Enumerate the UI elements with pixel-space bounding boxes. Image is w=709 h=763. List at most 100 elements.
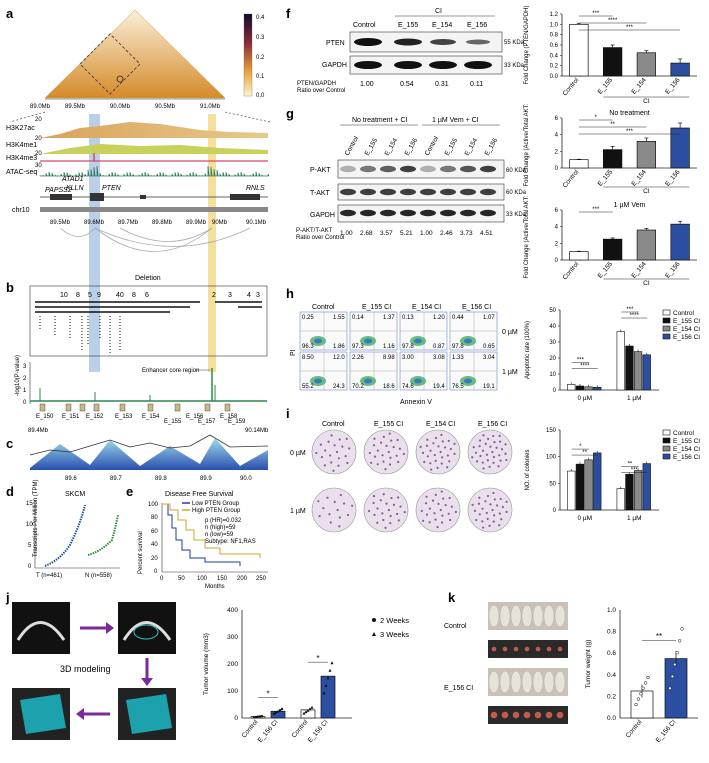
axis-tick: 89.7Mb — [118, 220, 139, 226]
panel-k-label: k — [448, 590, 456, 605]
x-tick-label: E_154 — [630, 260, 648, 279]
tumor — [557, 646, 563, 652]
legend-marker — [372, 618, 376, 622]
e-title: Disease Free Survival — [165, 491, 234, 498]
lane-label: E_156 — [404, 137, 420, 157]
legend-marker — [372, 632, 376, 636]
x-tick-label: 0 µM — [577, 395, 592, 402]
y-axis-label: Fold Change (Active/Total AKT3) — [524, 99, 530, 186]
y-tick-label: 0 — [553, 508, 557, 514]
svg-text:0: 0 — [28, 564, 32, 570]
y-tick-label: 10 — [549, 372, 556, 378]
row-label: 1 µM — [502, 369, 518, 376]
quadrant-value: 8.98 — [383, 355, 395, 361]
tumor — [490, 711, 498, 719]
svg-text:E_154: E_154 — [142, 414, 160, 420]
legend-label: E_155 CI — [673, 318, 700, 325]
col-label: E_154 CI — [412, 304, 441, 311]
legend-label: Control — [673, 430, 695, 437]
tumor — [523, 711, 531, 719]
blot-band — [340, 165, 356, 173]
data-point — [322, 691, 326, 695]
d-title: SKCM — [65, 491, 85, 498]
blot-band — [400, 165, 416, 173]
gene-label: PAPSS2 — [45, 187, 72, 194]
svg-text:n (low)=59: n (low)=59 — [205, 532, 234, 538]
bar — [593, 452, 602, 511]
svg-text:2: 2 — [23, 376, 27, 382]
x-tick-label: 1 µM — [627, 395, 642, 402]
sig-label: **** — [608, 18, 618, 24]
data-point — [276, 710, 280, 713]
quadrant-value: 1.86 — [333, 344, 345, 350]
y-tick-label: 1.0 — [550, 22, 559, 28]
quadrant-value: 24.3 — [333, 384, 345, 390]
sig-label: * — [595, 115, 598, 121]
y-axis-label: Apoptotic rate (100%) — [525, 321, 531, 379]
legend-swatch — [662, 453, 671, 460]
sig-label: *** — [626, 129, 634, 135]
lane-label: E_156 — [484, 137, 500, 157]
quadrant-value: 12.0 — [333, 355, 345, 361]
svg-text:150: 150 — [217, 576, 228, 582]
svg-text:33 KDa: 33 KDa — [506, 212, 527, 218]
mouse — [521, 670, 533, 694]
svg-text:5: 5 — [88, 292, 92, 299]
tumor — [545, 711, 553, 719]
y-tick-label: 4 — [555, 225, 559, 231]
mouse — [554, 604, 566, 628]
chart-title: No treatment — [609, 110, 650, 117]
blot-band — [440, 209, 456, 217]
y-tick-label: 100 — [546, 455, 557, 461]
row-label: 0 µM — [290, 450, 306, 457]
blot-band — [400, 188, 416, 196]
svg-text:Subtype: NF1,RAS: Subtype: NF1,RAS — [205, 539, 256, 545]
panel-b-label: b — [6, 280, 14, 295]
mouse — [499, 670, 511, 694]
bar — [670, 62, 690, 77]
svg-text:Control: Control — [444, 623, 467, 630]
quadrant-value: 18.6 — [383, 384, 395, 390]
axis-tick: 90Mb — [212, 220, 228, 226]
bar — [642, 463, 651, 511]
lane-label: E_154 — [464, 137, 480, 157]
svg-text:E_156: E_156 — [186, 414, 204, 420]
legend-swatch — [662, 445, 671, 452]
mouse — [510, 670, 522, 694]
x-tick-label: 0 µM — [577, 515, 592, 522]
bar — [636, 229, 657, 261]
y-tick-label: 300 — [227, 634, 238, 641]
quadrant-value: 2.26 — [352, 355, 364, 361]
bar — [575, 385, 585, 391]
y-tick-label: 0.8 — [607, 629, 616, 636]
y-axis-label: Fold Change (Active/Total AKT3) — [524, 191, 530, 278]
svg-text:0.54: 0.54 — [400, 81, 414, 88]
tumor-photos: Control E_156 CI — [444, 602, 568, 724]
bar — [625, 473, 634, 511]
track-scale: 20 — [35, 151, 42, 157]
quadrant-value: 55.2 — [302, 384, 314, 390]
x-tick-label: Control — [562, 260, 581, 281]
svg-text:E_159: E_159 — [228, 419, 246, 425]
bar — [602, 149, 623, 169]
bar — [616, 488, 625, 511]
bar — [636, 140, 657, 169]
legend-label: E_156 CI — [673, 454, 700, 461]
y-tick-label: 20 — [549, 356, 556, 362]
gene-label: RNLS — [246, 185, 265, 192]
blot-band — [360, 165, 376, 173]
svg-text:55 KDa: 55 KDa — [504, 40, 525, 46]
legend-swatch — [662, 309, 671, 316]
deletion-counts: 10 8 5 9 40 8 6 2 3 4 3 — [60, 292, 260, 299]
svg-text:Ratio over Control: Ratio over Control — [297, 88, 345, 94]
svg-text:10: 10 — [26, 522, 33, 528]
x-tick-label: E_156 — [664, 76, 682, 95]
y-tick-label: 4 — [555, 133, 559, 139]
axis-tick: 90.1Mb — [246, 220, 267, 226]
sig-label: ** — [628, 462, 633, 468]
quadrant-value: 0.87 — [433, 344, 445, 350]
svg-text:89.8: 89.8 — [155, 476, 167, 482]
hic-triangle-map — [44, 9, 226, 99]
